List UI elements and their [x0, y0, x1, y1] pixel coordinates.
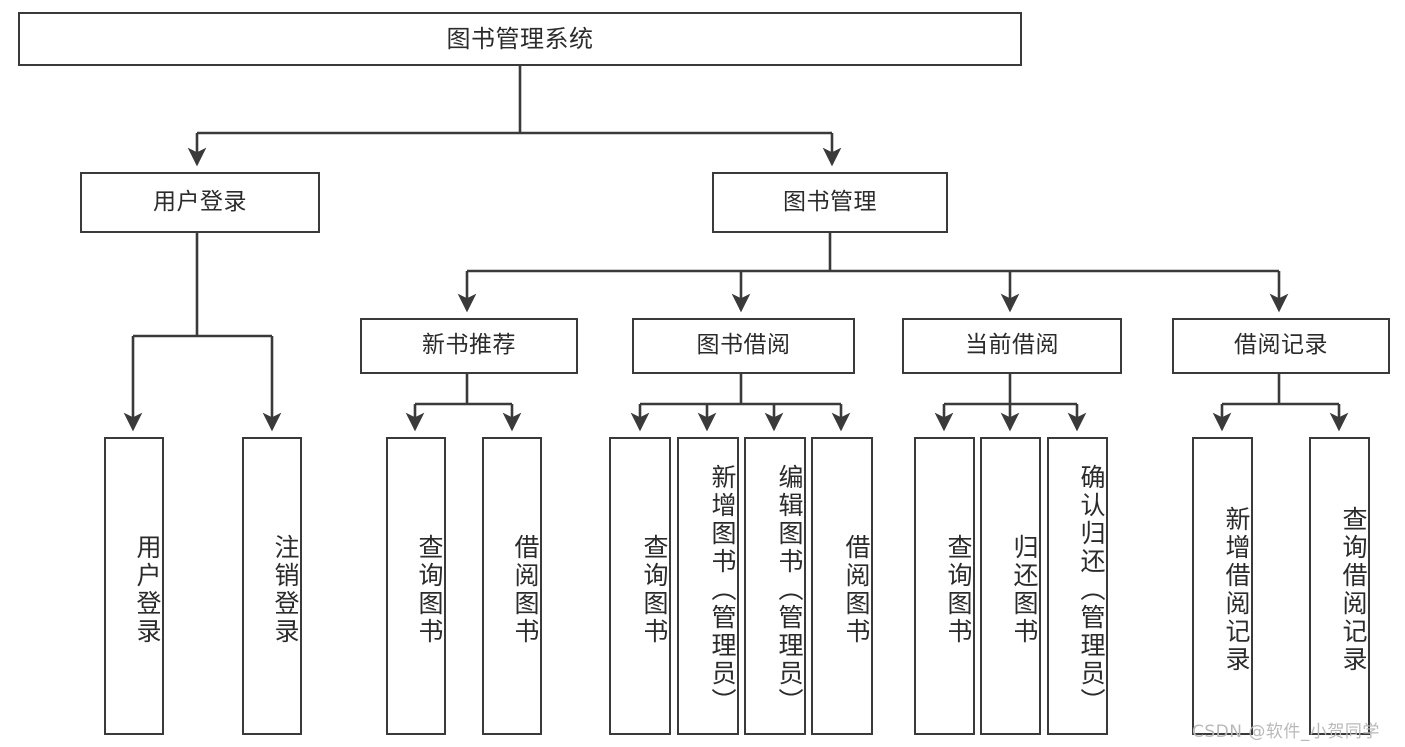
node-new-book-recommend[interactable]: 新书推荐	[360, 318, 578, 374]
leaf-edit-book-admin[interactable]: 编辑图书（管理员）	[744, 437, 806, 735]
leaf-query-book-current[interactable]: 查询图书	[914, 437, 975, 735]
node-label: 新书推荐	[422, 332, 516, 359]
leaf-add-book-admin[interactable]: 新增图书（管理员）	[677, 437, 739, 735]
node-current-borrow[interactable]: 当前借阅	[902, 318, 1122, 374]
node-label: 新增图书（管理员）	[708, 464, 737, 716]
node-label: 图书借阅	[696, 332, 791, 359]
node-label: 查询图书	[415, 534, 444, 646]
node-label: 新增借阅记录	[1222, 506, 1251, 674]
leaf-query-book-recommend[interactable]: 查询图书	[386, 437, 446, 735]
node-label: 查询图书	[944, 534, 973, 646]
node-label: 归还图书	[1010, 534, 1039, 646]
node-root-system[interactable]: 图书管理系统	[18, 12, 1022, 66]
leaf-add-borrow-record[interactable]: 新增借阅记录	[1192, 437, 1253, 735]
leaf-user-logout[interactable]: 注销登录	[242, 437, 302, 735]
node-user-login[interactable]: 用户登录	[80, 172, 320, 233]
node-label: 注销登录	[271, 534, 300, 646]
node-label: 用户登录	[153, 188, 247, 215]
node-label: 用户登录	[133, 534, 162, 646]
leaf-query-borrow-record[interactable]: 查询借阅记录	[1309, 437, 1370, 735]
node-book-borrow[interactable]: 图书借阅	[632, 318, 855, 374]
node-book-manage[interactable]: 图书管理	[712, 172, 948, 233]
node-label: 当前借阅	[965, 332, 1059, 359]
node-label: 图书管理	[783, 188, 877, 215]
leaf-query-book-borrow[interactable]: 查询图书	[609, 437, 671, 735]
node-label: 图书管理系统	[446, 24, 594, 53]
csdn-watermark: CSDN @软件_小贺同学	[1192, 722, 1380, 742]
node-label: 借阅记录	[1234, 332, 1328, 359]
node-label: 查询图书	[640, 534, 669, 646]
node-label: 编辑图书（管理员）	[775, 464, 804, 716]
leaf-borrow-book-recommend[interactable]: 借阅图书	[482, 437, 542, 735]
node-label: 查询借阅记录	[1339, 506, 1368, 674]
leaf-return-book[interactable]: 归还图书	[980, 437, 1041, 735]
node-borrow-record[interactable]: 借阅记录	[1172, 318, 1390, 374]
node-label: 借阅图书	[511, 534, 540, 646]
leaf-confirm-return-admin[interactable]: 确认归还（管理员）	[1047, 437, 1108, 735]
leaf-borrow-book-borrow[interactable]: 借阅图书	[811, 437, 873, 735]
node-label: 借阅图书	[842, 534, 871, 646]
leaf-user-login[interactable]: 用户登录	[104, 437, 164, 735]
node-label: 确认归还（管理员）	[1077, 464, 1106, 716]
